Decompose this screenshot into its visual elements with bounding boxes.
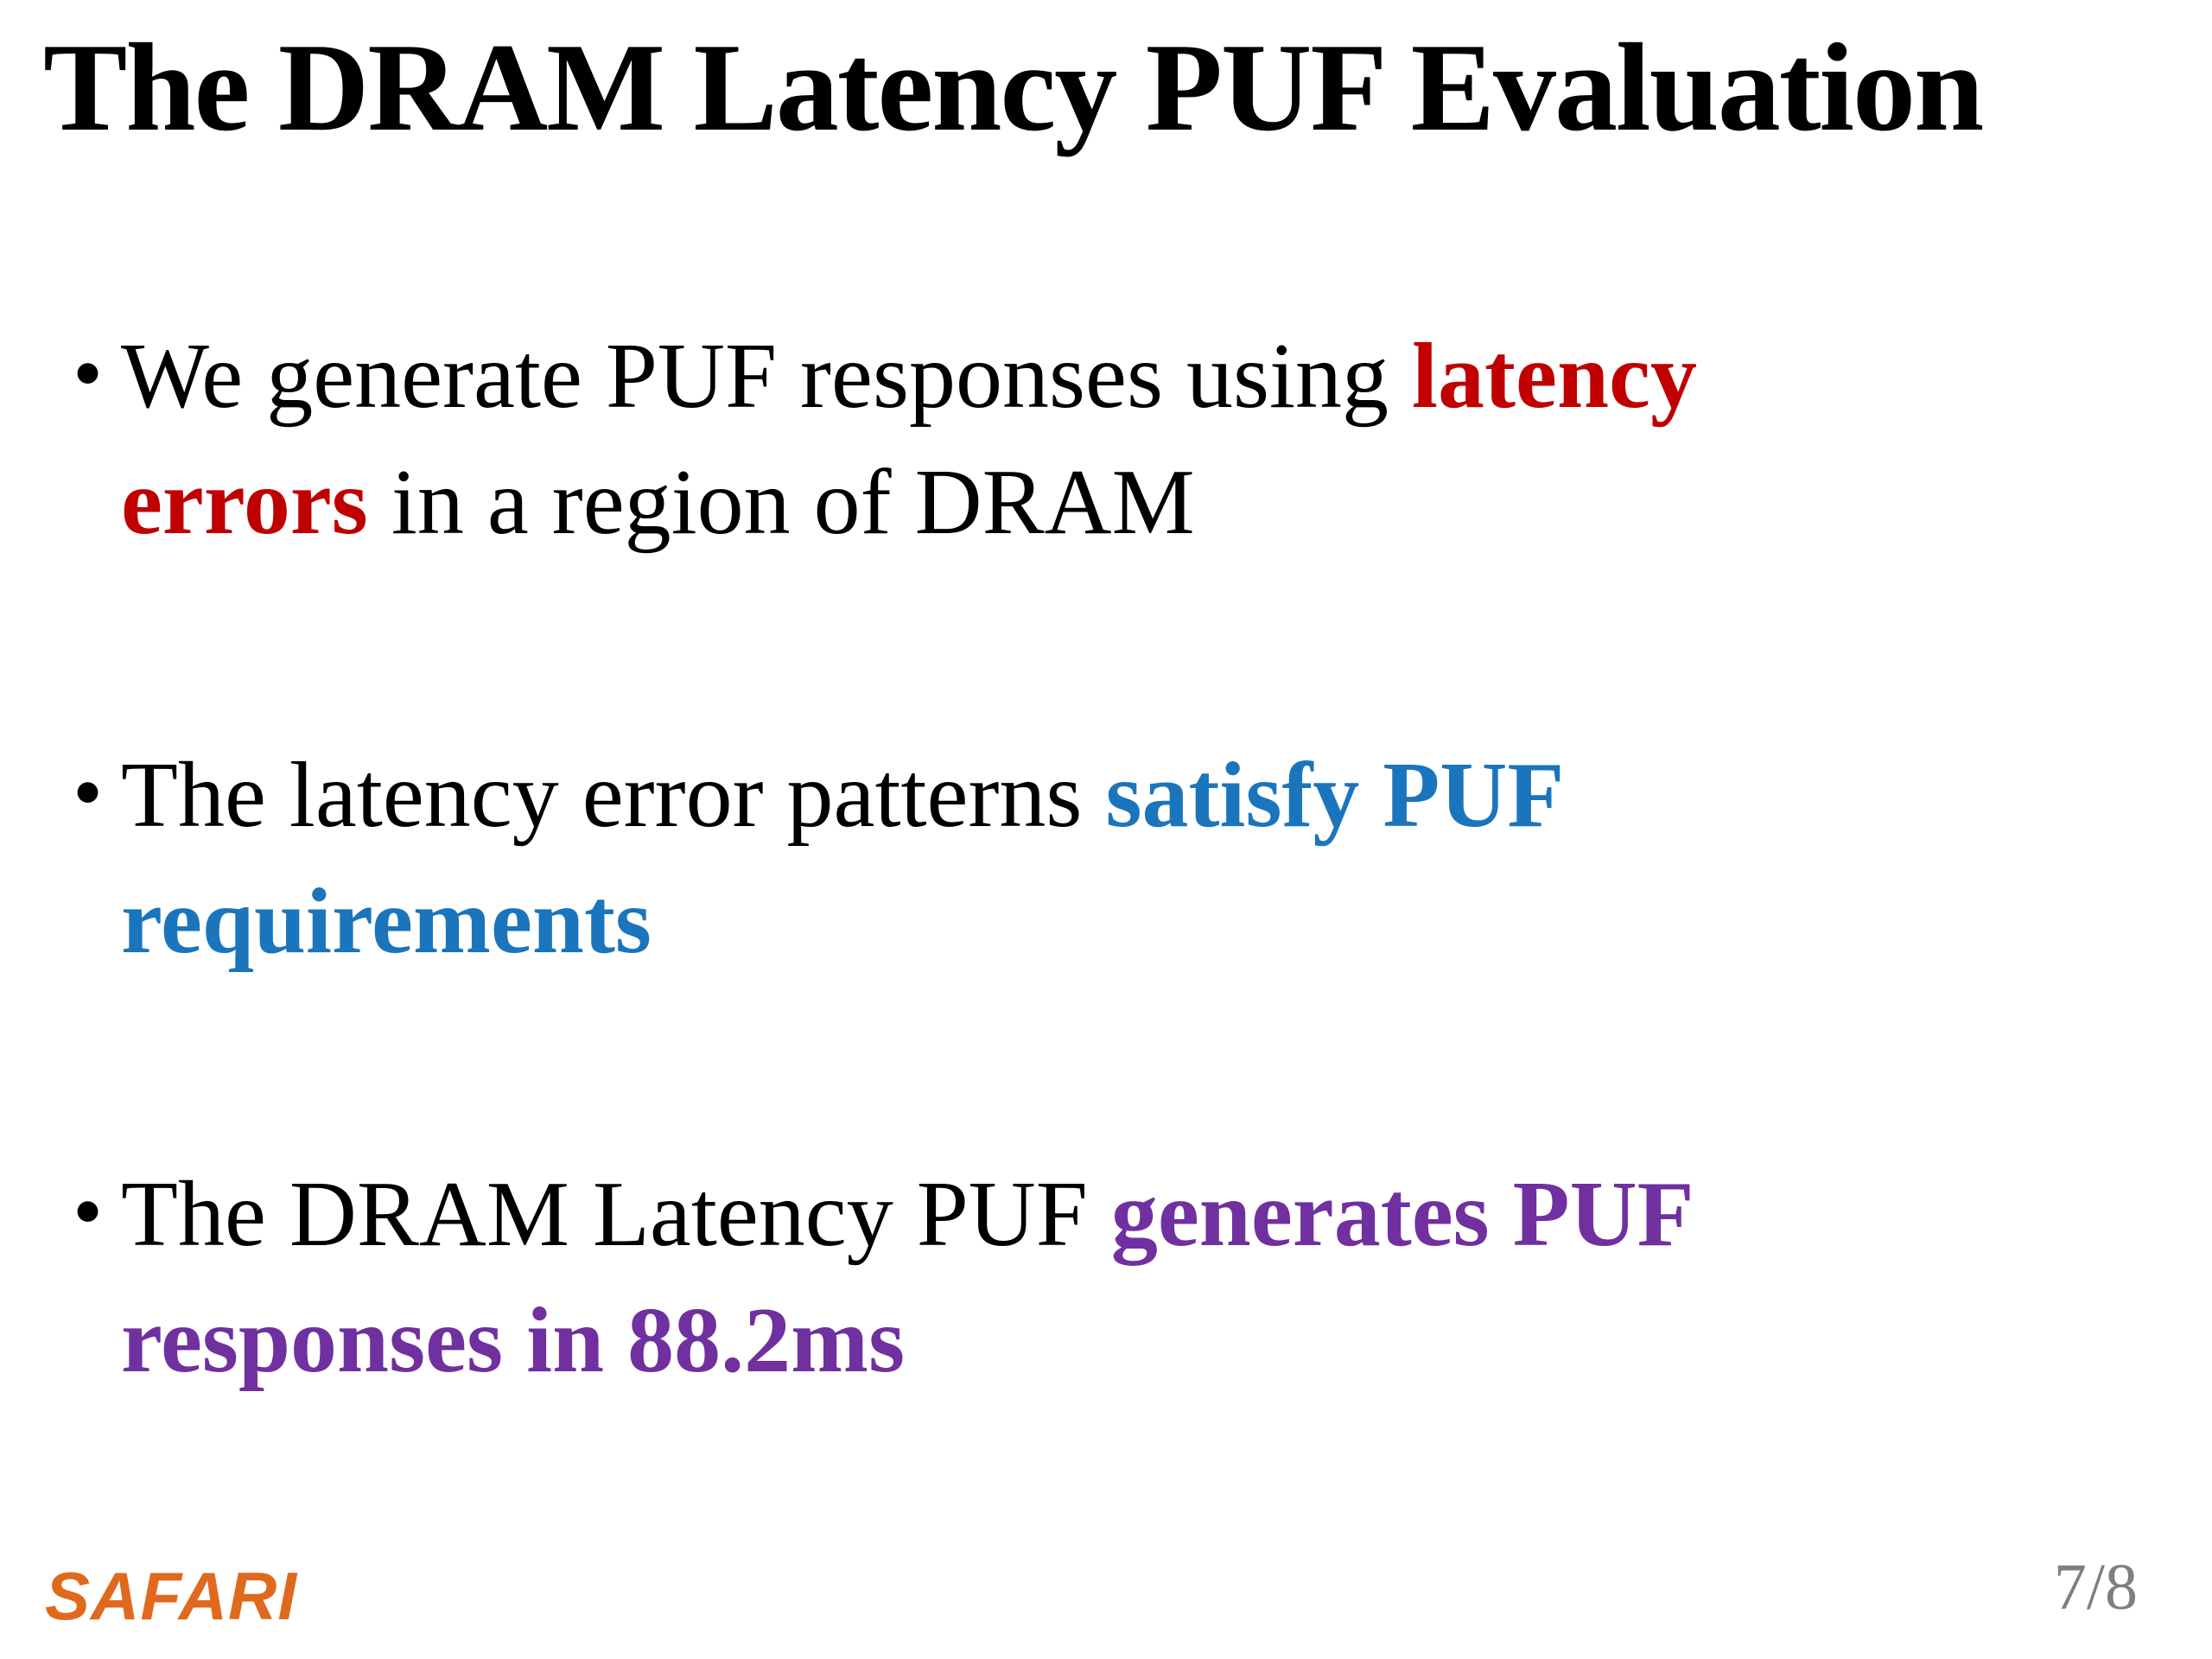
bullet-highlight-blue: satisfy PUF	[1105, 744, 1565, 847]
bullet-text-segment: The latency error patterns	[121, 744, 1106, 847]
bullet-item-latency-errors: •We generate PUF responses using latency…	[73, 314, 2212, 566]
bullet-marker-icon: •	[73, 744, 104, 840]
bullet-marker-icon: •	[73, 1163, 104, 1259]
bullet-highlight-purple: responses in 88.2ms	[121, 1289, 906, 1392]
slide-title: The DRAM Latency PUF Evaluation	[43, 17, 1984, 157]
bullet-marker-icon: •	[73, 325, 104, 421]
bullet-highlight-red: errors	[121, 451, 368, 554]
bullet-text-segment: We generate PUF responses using	[121, 325, 1413, 428]
bullet-item-response-time: •The DRAM Latency PUF generates PUF resp…	[73, 1152, 2212, 1404]
bullet-highlight-red: latency	[1412, 325, 1697, 428]
bullet-highlight-blue: requirements	[121, 870, 652, 973]
safari-logo: SAFARI	[45, 1558, 298, 1634]
bullet-item-puf-requirements: •The latency error patterns satisfy PUF …	[73, 733, 2212, 985]
bullet-highlight-purple: generates PUF	[1110, 1163, 1694, 1266]
bullet-text-segment: in a region of DRAM	[367, 451, 1195, 554]
page-number: 7/8	[2053, 1551, 2138, 1624]
bullet-text-segment: The DRAM Latency PUF	[121, 1163, 1111, 1266]
